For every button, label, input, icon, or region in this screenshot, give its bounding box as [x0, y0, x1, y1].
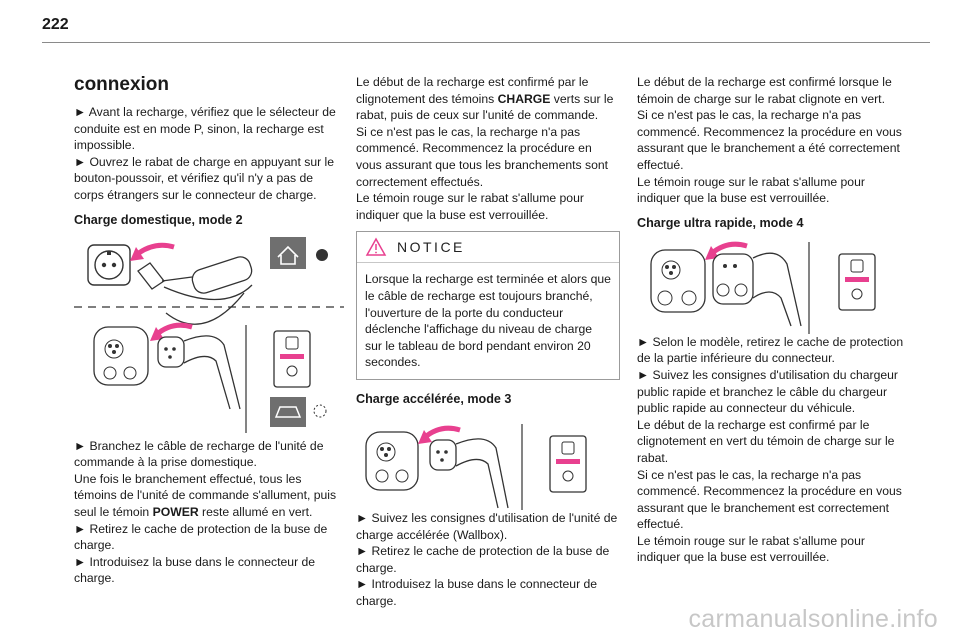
- notice-header: NOTICE: [357, 232, 619, 264]
- paragraph: Si ce n'est pas le cas, la recharge n'a …: [637, 467, 902, 532]
- column-2: Le début de la recharge est confirmé par…: [356, 74, 620, 609]
- ultra-fast-nozzle-icon: [712, 252, 802, 326]
- vehicle-icon: [270, 396, 306, 427]
- charging-nozzle-icon: [429, 438, 509, 509]
- insert-arrow-icon: [422, 425, 461, 440]
- paragraph: Le témoin rouge sur le rabat s'allume po…: [356, 191, 584, 222]
- paragraph: Le début de la recharge est confirmé lor…: [637, 75, 892, 106]
- paragraph: ► Introduisez la buse dans le connecteur…: [356, 577, 598, 608]
- paragraph: ► Selon le modèle, retirez le cache de p…: [637, 334, 904, 366]
- paragraph: ► Introduisez la buse dans le connecteur…: [74, 554, 316, 586]
- paragraph: ► Branchez le câble de recharge de l'uni…: [74, 438, 324, 470]
- header-rule: [42, 42, 930, 43]
- paragraph: Si ce n'est pas le cas, la recharge n'a …: [637, 108, 902, 172]
- insert-arrow-icon: [709, 241, 748, 256]
- column-1: connexion ► Avant la recharge, vérifiez …: [74, 60, 344, 587]
- plug-cable-icon: [137, 255, 253, 325]
- column-3: Le début de la recharge est confirmé lor…: [637, 74, 907, 566]
- illustration-domestic-charge: [74, 233, 344, 438]
- illustration-ultra-fast-charge: [637, 236, 907, 334]
- paragraph: ► Ouvrez le rabat de charge en appuyant …: [74, 154, 335, 202]
- home-icon: [270, 236, 306, 269]
- paragraph: ► Avant la recharge, vérifiez que le sél…: [74, 105, 336, 153]
- status-dot-icon: [316, 248, 328, 261]
- charge-flap-panel-icon: [838, 253, 876, 311]
- subheading-mode-3: Charge accélérée, mode 3: [356, 391, 512, 406]
- section-heading: connexion: [74, 74, 170, 95]
- paragraph: Le début de la recharge est confirmé par…: [637, 417, 895, 465]
- status-light-icon: [313, 404, 327, 418]
- text-span: Le début de la recharge est confirmé par…: [356, 75, 589, 106]
- charge-flap-panel-icon: [273, 329, 311, 388]
- paragraph: Le témoin rouge sur le rabat s'allume po…: [637, 533, 865, 565]
- charging-nozzle-icon: [157, 334, 241, 409]
- watermark: carmanualsonline.info: [688, 605, 938, 633]
- text-span: Une fois le branchement effectué, tous l…: [74, 471, 337, 519]
- subheading-mode-4: Charge ultra rapide, mode 4: [637, 215, 804, 230]
- notice-text: Lorsque la recharge est terminée et alor…: [365, 272, 611, 370]
- paragraph: ► Suivez les consignes d'utilisation de …: [356, 510, 618, 542]
- vehicle-connector-icon: [365, 431, 419, 491]
- insert-arrow-icon: [134, 242, 175, 257]
- paragraph: Le témoin rouge sur le rabat s'allume po…: [637, 174, 865, 206]
- paragraph-power: Une fois le branchement effectué, tous l…: [74, 471, 344, 521]
- paragraph-charge: Le début de la recharge est confirmé par…: [356, 74, 620, 124]
- power-indicator-label: POWER: [152, 504, 199, 519]
- insert-arrow-icon: [154, 322, 193, 337]
- charge-indicator-label: CHARGE: [497, 91, 551, 106]
- notice-box: NOTICE Lorsque la recharge est terminée …: [356, 231, 620, 380]
- vehicle-connector-icon: [650, 249, 706, 313]
- wall-socket-icon: [87, 243, 131, 286]
- illustration-accelerated-charge: [356, 412, 620, 510]
- vehicle-connector-icon: [93, 325, 149, 386]
- paragraph: ► Suivez les consignes d'utilisation du …: [637, 367, 898, 416]
- paragraph: ► Retirez le cache de protection de la b…: [74, 521, 328, 553]
- text-span: reste allumé en vert.: [198, 504, 313, 519]
- charge-flap-panel-icon: [549, 435, 587, 493]
- warning-icon: [365, 237, 387, 257]
- notice-title: NOTICE: [397, 239, 465, 256]
- text-span: verts sur le rabat, puis de ceux sur l'u…: [356, 91, 614, 123]
- subheading-mode-2: Charge domestique, mode 2: [74, 212, 243, 227]
- paragraph: ► Retirez le cache de protection de la b…: [356, 544, 610, 575]
- paragraph: Si ce n'est pas le cas, la recharge n'a …: [356, 124, 609, 189]
- page-number: 222: [42, 16, 69, 33]
